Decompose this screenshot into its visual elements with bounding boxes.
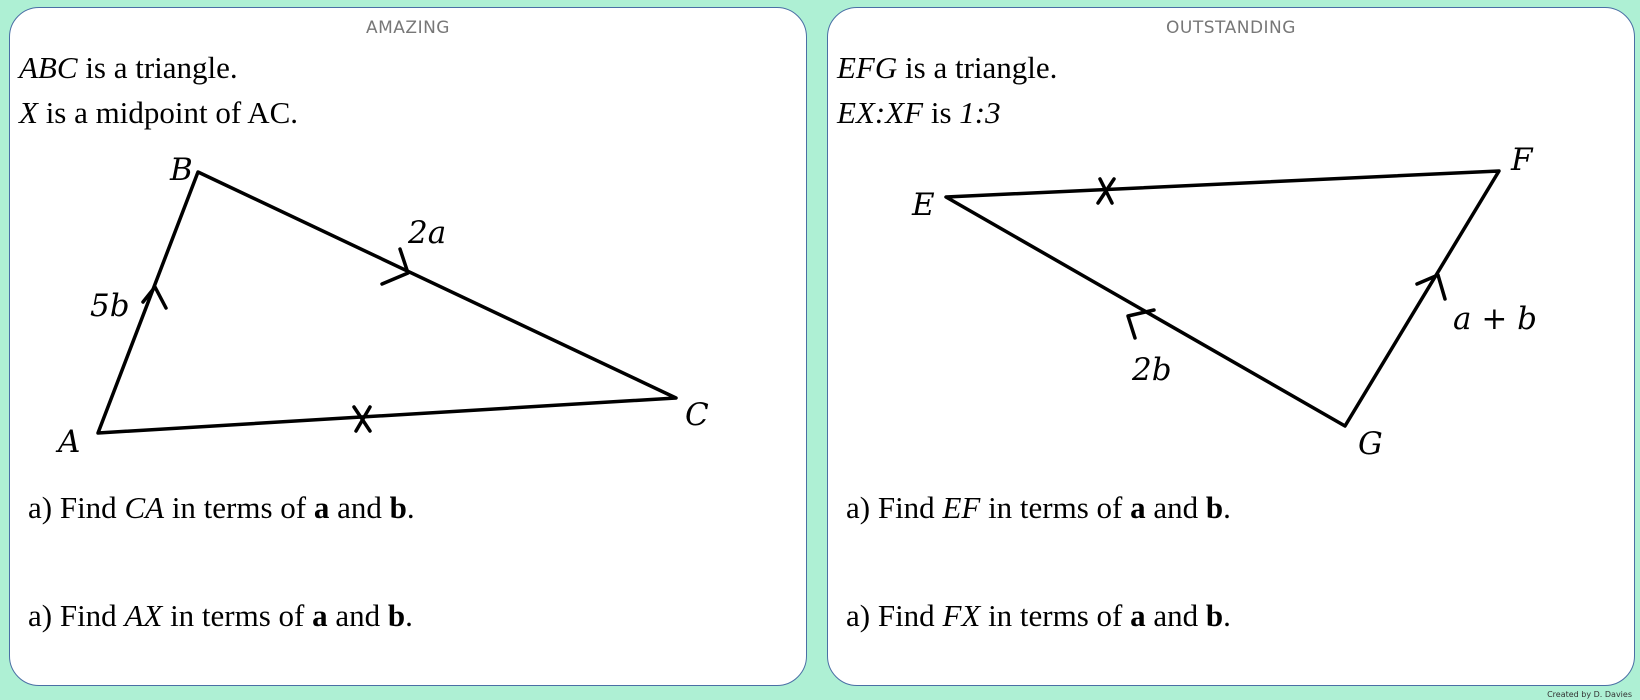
question-ax: a) Find AX in terms of a and b. — [28, 598, 413, 633]
panel-title: OUTSTANDING — [1166, 18, 1296, 38]
question-ef: a) Find EF in terms of a and b. — [846, 490, 1231, 525]
statement-1: EFG is a triangle. — [837, 50, 1057, 86]
triangle-abc-diagram: B A C 5b 2a — [55, 152, 709, 460]
question-ca: a) Find CA in terms of a and b. — [28, 490, 415, 525]
statement-text: is a triangle. — [897, 50, 1058, 85]
triangle-name: ABC — [19, 50, 78, 85]
arrow-ab-icon — [141, 285, 168, 310]
arrow-bc-icon — [380, 247, 410, 286]
arrow-gf-icon — [1415, 273, 1447, 301]
amazing-panel: AMAZING ABC is a triangle. X is a midpoi… — [9, 7, 807, 686]
panel-title: AMAZING — [366, 18, 450, 38]
vector-label-ge: 2b — [1131, 352, 1172, 388]
vector-label-ab: 5b — [90, 288, 130, 324]
ratio-value: 1:3 — [959, 95, 1001, 130]
credit-text: Created by D. Davies — [1547, 690, 1632, 699]
midpoint-mark-icon — [352, 405, 372, 433]
statement-1: ABC is a triangle. — [19, 50, 238, 86]
point-x-mark-icon — [1096, 177, 1116, 205]
statement-text: is a midpoint of AC. — [37, 95, 299, 130]
question-fx: a) Find FX in terms of a and b. — [846, 598, 1231, 633]
ratio-name: EX:XF — [837, 95, 924, 130]
triangle-name: EFG — [837, 50, 898, 85]
statement-2: X is a midpoint of AC. — [19, 95, 298, 131]
point-name: X — [19, 95, 38, 130]
statement-text: is a triangle. — [77, 50, 238, 85]
vertex-label-a: A — [55, 424, 80, 460]
vertex-label-c: C — [685, 397, 709, 433]
statement-2: EX:XF is 1:3 — [837, 95, 1001, 131]
arrow-ge-icon — [1126, 308, 1156, 340]
vector-label-gf: a + b — [1453, 301, 1537, 337]
vertex-label-f: F — [1510, 142, 1534, 178]
vertex-label-b: B — [169, 152, 193, 188]
triangle-abc — [96, 170, 678, 435]
vertex-label-g: G — [1358, 426, 1383, 462]
vector-label-bc: 2a — [407, 215, 446, 251]
triangle-efg — [944, 169, 1501, 428]
vertex-label-e: E — [911, 187, 935, 223]
outstanding-panel: OUTSTANDING EFG is a triangle. EX:XF is … — [827, 7, 1635, 686]
statement-text: is — [923, 95, 960, 130]
triangle-efg-diagram: E F G 2b a + b — [911, 142, 1537, 462]
